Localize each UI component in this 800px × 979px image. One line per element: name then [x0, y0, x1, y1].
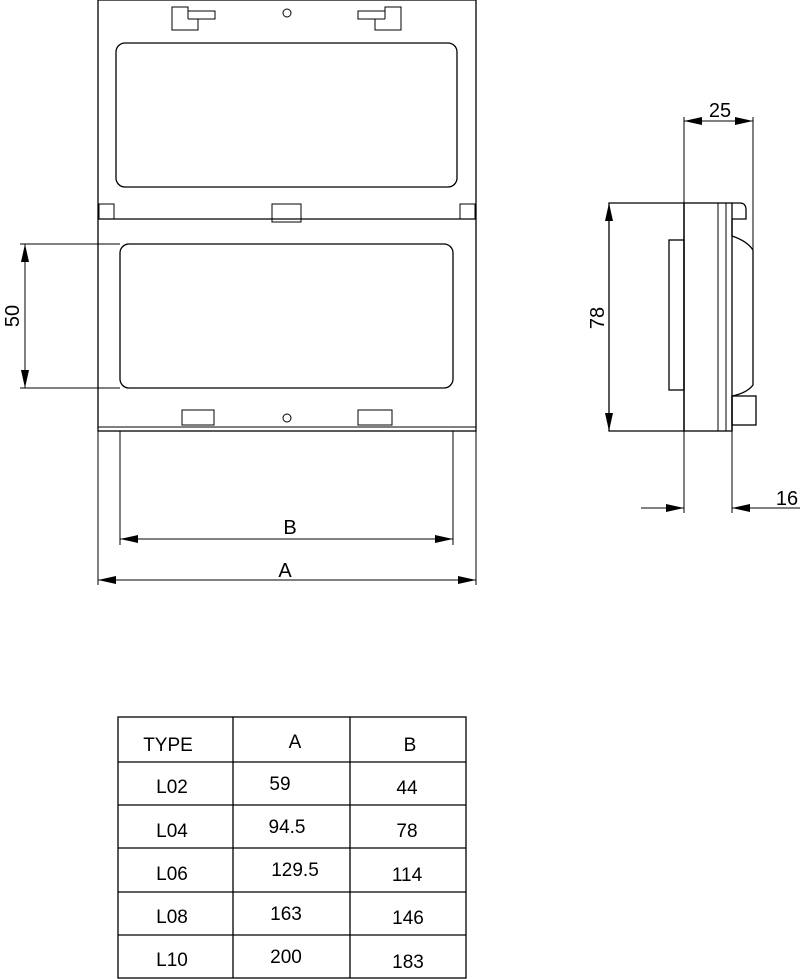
table-cell-type: L10 — [156, 950, 188, 971]
table-cell-b: 183 — [392, 952, 424, 973]
table-cell-type: L02 — [156, 777, 188, 798]
side-cover — [731, 219, 754, 431]
table-cell-type: L04 — [156, 821, 188, 842]
table-cell-a: 129.5 — [271, 860, 319, 881]
front-outer-frame — [97, 0, 477, 432]
dimension-16-label: 16 — [776, 488, 798, 510]
dimension-a: A — [97, 431, 477, 585]
lower-window — [119, 243, 454, 389]
upper-window — [115, 42, 458, 188]
table-cell-b: 146 — [392, 908, 424, 929]
table-cell-a: 163 — [270, 904, 302, 925]
dimension-b-label: B — [283, 517, 296, 539]
dimension-50: 50 — [2, 243, 120, 389]
table-cell-a: 94.5 — [269, 817, 306, 838]
top-left-clip — [171, 6, 216, 31]
hinge-center — [271, 203, 302, 223]
table-cell-type: L08 — [156, 907, 188, 928]
dimension-78: 78 — [587, 203, 613, 431]
hinge-right — [459, 203, 476, 220]
bottom-right-slot — [357, 409, 393, 426]
table-cell-b: 44 — [396, 778, 418, 799]
side-window-profile — [668, 239, 685, 391]
table-cell-a: 200 — [270, 947, 302, 968]
dimension-78-label: 78 — [587, 307, 609, 329]
dimension-25: 25 — [683, 100, 754, 250]
bottom-hole — [282, 413, 292, 423]
side-front-plate — [683, 202, 733, 432]
front-view: B A 50 — [2, 0, 477, 585]
hinge-left — [98, 203, 115, 220]
table-cell-b: 78 — [396, 821, 417, 842]
dimension-b: B — [119, 431, 454, 545]
side-bottom-clip — [731, 395, 757, 426]
top-right-clip — [357, 6, 402, 31]
dimension-a-label: A — [278, 560, 292, 582]
dimension-16: 16 — [641, 431, 800, 513]
table-cell-type: L06 — [156, 864, 188, 885]
top-hole — [282, 8, 292, 18]
dimension-50-label: 50 — [2, 305, 24, 327]
dimensions-table: TYPE A B L02 59 44 L04 94.5 78 L06 129.5… — [117, 716, 467, 979]
bottom-left-slot — [181, 409, 215, 426]
side-top-lip — [732, 202, 747, 220]
table-header-b: B — [404, 735, 417, 756]
table-header-type: TYPE — [143, 735, 193, 756]
table-header-a: A — [289, 732, 302, 753]
dimension-25-label: 25 — [709, 100, 731, 122]
side-view: 25 78 16 — [587, 100, 800, 513]
table-cell-b: 114 — [392, 865, 423, 886]
side-body-outline — [608, 202, 685, 432]
table-cell-a: 59 — [269, 774, 290, 795]
